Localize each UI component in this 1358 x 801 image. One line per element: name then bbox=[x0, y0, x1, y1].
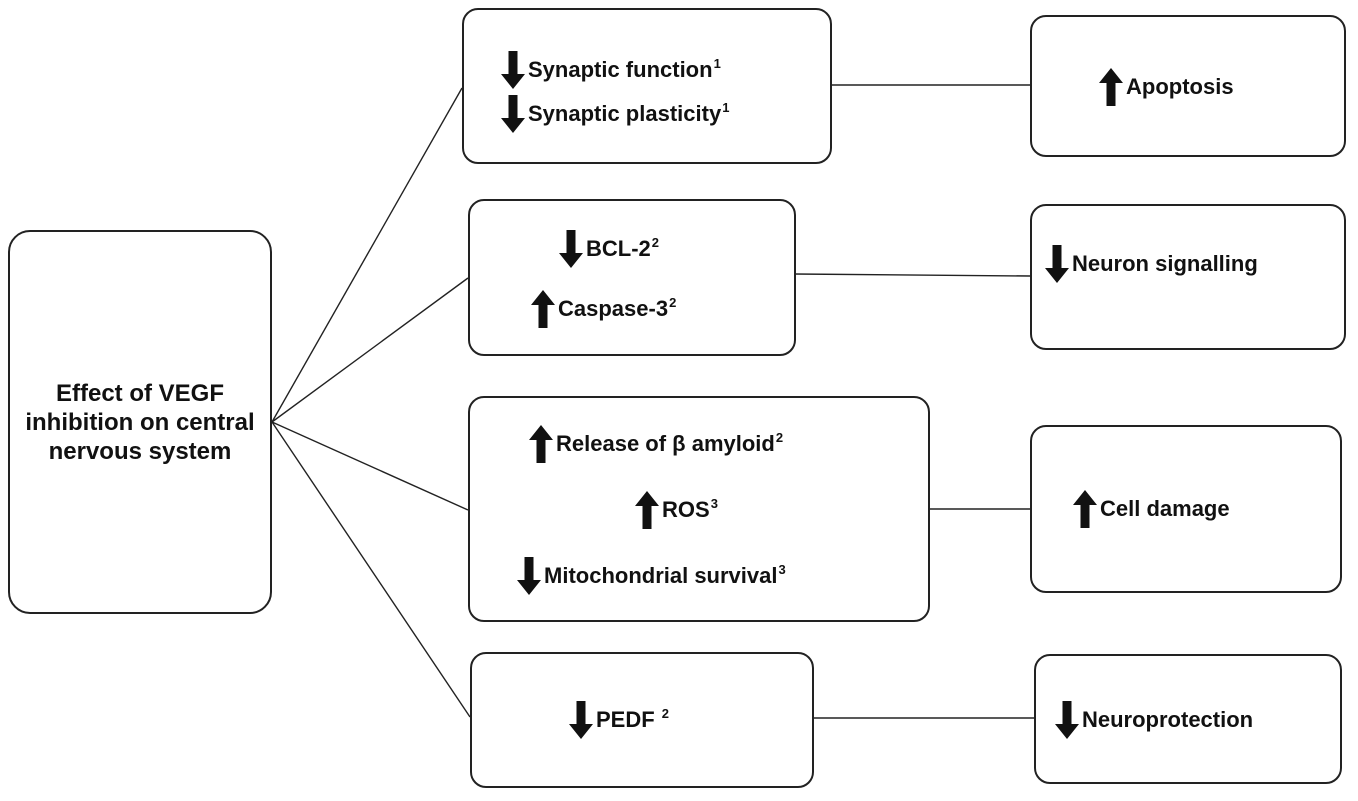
cause-text: PEDF bbox=[596, 707, 661, 732]
up-arrow-icon bbox=[1072, 489, 1098, 529]
connector-center-to-group-3 bbox=[271, 421, 469, 511]
up-arrow-icon bbox=[634, 490, 660, 530]
cause-text: ROS bbox=[662, 497, 710, 522]
effect-text: Neuron signalling bbox=[1072, 251, 1258, 276]
effect-item: Apoptosis bbox=[1098, 67, 1234, 107]
connector-group-2-to-effect bbox=[793, 273, 1031, 277]
connector-center-to-group-1 bbox=[271, 87, 463, 423]
center-node: Effect of VEGF inhibition on central ner… bbox=[8, 230, 272, 614]
effect-text: Cell damage bbox=[1100, 496, 1230, 521]
effect-item: Neuron signalling bbox=[1044, 244, 1258, 284]
effect-item: Neuroprotection bbox=[1054, 700, 1253, 740]
reference-number: 2 bbox=[775, 429, 784, 445]
down-arrow-icon bbox=[558, 229, 584, 269]
cause-text: Synaptic function bbox=[528, 57, 713, 82]
reference-number: 2 bbox=[651, 234, 660, 250]
reference-number: 2 bbox=[669, 294, 677, 310]
down-arrow-icon bbox=[500, 50, 526, 90]
reference-number: 1 bbox=[713, 55, 721, 71]
effect-box-4: Neuroprotection bbox=[1034, 654, 1342, 784]
connector-center-to-group-4 bbox=[271, 421, 471, 718]
down-arrow-icon bbox=[1054, 700, 1080, 740]
cause-text: BCL-2 bbox=[586, 236, 651, 261]
up-arrow-icon bbox=[1098, 67, 1124, 107]
cause-text: Release of β amyloid bbox=[556, 431, 775, 456]
cause-box-4: PEDF 2 bbox=[470, 652, 814, 788]
up-arrow-icon bbox=[528, 424, 554, 464]
up-arrow-icon bbox=[530, 289, 556, 329]
reference-number: 2 bbox=[661, 705, 670, 721]
connector-center-to-group-2 bbox=[271, 277, 469, 423]
down-arrow-icon bbox=[1044, 244, 1070, 284]
effect-text: Neuroprotection bbox=[1082, 707, 1254, 732]
effect-text: Apoptosis bbox=[1126, 74, 1234, 99]
cause-text: Synaptic plasticity bbox=[528, 101, 722, 126]
cause-text: Mitochondrial survival bbox=[544, 563, 778, 588]
reference-number: 3 bbox=[710, 495, 718, 511]
down-arrow-icon bbox=[500, 94, 526, 134]
effect-box-1: Apoptosis bbox=[1030, 15, 1346, 157]
down-arrow-icon bbox=[516, 556, 542, 596]
cause-text: Caspase-3 bbox=[558, 296, 669, 321]
center-title: Effect of VEGF inhibition on central ner… bbox=[25, 379, 255, 465]
reference-number: 1 bbox=[722, 99, 730, 115]
down-arrow-icon bbox=[568, 700, 594, 740]
cause-item: PEDF 2 bbox=[568, 700, 669, 740]
effect-box-2: Neuron signalling bbox=[1030, 204, 1346, 350]
effect-item: Cell damage bbox=[1072, 489, 1230, 529]
reference-number: 3 bbox=[778, 561, 786, 577]
effect-box-3: Cell damage bbox=[1030, 425, 1342, 593]
